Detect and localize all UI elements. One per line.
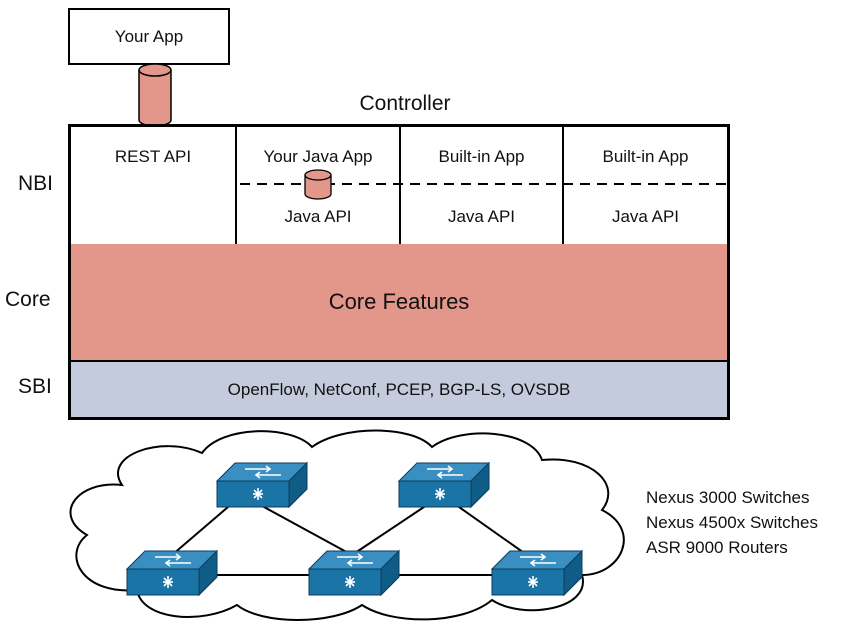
nbi-cell-your-java-app: Your Java App Java API xyxy=(237,127,401,244)
device-item: Nexus 3000 Switches xyxy=(646,488,810,507)
nbi-cell-rest-api: REST API xyxy=(71,127,237,244)
device-item: Nexus 4500x Switches xyxy=(646,513,818,532)
core-label: Core xyxy=(5,288,51,311)
nbi-cell-built-in-app-1: Built-in App Java API xyxy=(401,127,564,244)
nbi-cell-api: Java API xyxy=(611,207,680,226)
core-layer: Core Features xyxy=(71,244,727,362)
nbi-cell-title: Your Java App xyxy=(263,147,373,166)
nbi-cell-title: REST API xyxy=(114,147,192,166)
core-features-text: Core Features xyxy=(328,289,470,314)
device-list: Nexus 3000 Switches Nexus 4500x Switches… xyxy=(646,485,818,560)
controller-box: REST API Your Java App Java API Built-in… xyxy=(68,124,730,420)
your-app-label: Your App xyxy=(114,26,184,46)
nbi-layer: REST API Your Java App Java API Built-in… xyxy=(71,127,727,246)
sbi-label: SBI xyxy=(18,375,52,398)
nbi-label: NBI xyxy=(18,172,54,195)
sbi-layer: OpenFlow, NetConf, PCEP, BGP-LS, OVSDB xyxy=(71,362,727,417)
nbi-cell-title: Built-in App xyxy=(602,147,689,166)
controller-title: Controller xyxy=(359,92,451,115)
nbi-cell-built-in-app-2: Built-in App Java API xyxy=(564,127,727,244)
your-app-box: Your App xyxy=(68,8,230,65)
nbi-cell-title: Built-in App xyxy=(438,147,525,166)
nbi-cell-api: Java API xyxy=(447,207,516,226)
device-item: ASR 9000 Routers xyxy=(646,538,788,557)
api-cylinder-icon xyxy=(138,63,172,127)
java-api-divider xyxy=(240,183,726,185)
nbi-cell-api: Java API xyxy=(284,207,352,226)
network-cloud xyxy=(69,429,625,621)
java-app-cylinder-icon xyxy=(304,169,332,200)
sbi-protocols-text: OpenFlow, NetConf, PCEP, BGP-LS, OVSDB xyxy=(227,379,571,399)
